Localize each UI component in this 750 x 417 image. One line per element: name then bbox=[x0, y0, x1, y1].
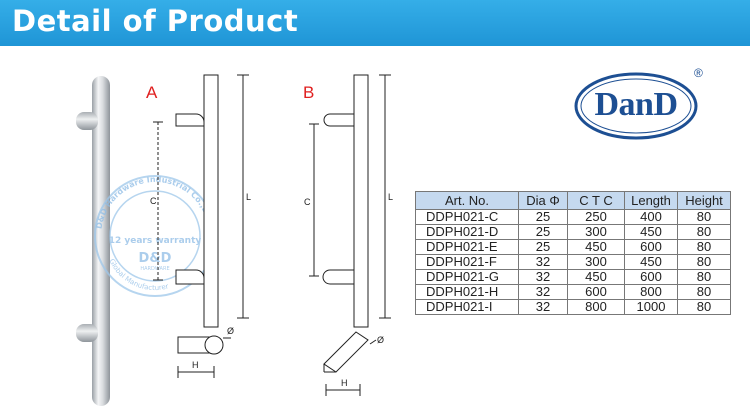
drawing-b: B C L Ø H bbox=[303, 74, 393, 396]
header-dia: Dia Φ bbox=[518, 191, 568, 210]
watermark-brand: D&D bbox=[139, 251, 172, 266]
cell-art-no: DDPH021-I bbox=[415, 299, 519, 315]
cell-dia: 25 bbox=[518, 224, 568, 240]
cell-ctc: 300 bbox=[567, 224, 625, 240]
cell-height: 80 bbox=[677, 299, 731, 315]
cell-art-no: DDPH021-H bbox=[415, 284, 519, 300]
header-length: Length bbox=[624, 191, 678, 210]
dim-h-a: H bbox=[192, 360, 199, 370]
table-header-row: Art. No. Dia Φ C T C Length Height bbox=[415, 191, 731, 210]
cell-art-no: DDPH021-C bbox=[415, 209, 519, 225]
banner-title: Detail of Product bbox=[12, 4, 299, 38]
cell-dia: 25 bbox=[518, 239, 568, 255]
label-a: A bbox=[146, 83, 158, 102]
dim-h-b: H bbox=[341, 378, 348, 388]
table-row: DDPH021-E 25 450 600 80 bbox=[415, 239, 731, 255]
cell-height: 80 bbox=[677, 239, 731, 255]
cell-length: 450 bbox=[624, 254, 678, 270]
cell-height: 80 bbox=[677, 284, 731, 300]
table-row: DDPH021-C 25 250 400 80 bbox=[415, 209, 731, 225]
dim-dia-b: Ø bbox=[377, 335, 384, 345]
cell-dia: 32 bbox=[518, 284, 568, 300]
label-b: B bbox=[303, 83, 314, 102]
logo-ellipse bbox=[574, 72, 698, 140]
cell-dia: 32 bbox=[518, 299, 568, 315]
header-height: Height bbox=[677, 191, 731, 210]
cell-height: 80 bbox=[677, 254, 731, 270]
dim-dia-a: Ø bbox=[227, 326, 234, 336]
dim-c-a: C bbox=[150, 196, 157, 206]
spec-table: Art. No. Dia Φ C T C Length Height DDPH0… bbox=[415, 191, 731, 315]
cell-ctc: 300 bbox=[567, 254, 625, 270]
header-art-no: Art. No. bbox=[415, 191, 519, 210]
dand-logo: DanD ® bbox=[572, 66, 703, 148]
dim-c-b: C bbox=[304, 197, 311, 207]
cell-height: 80 bbox=[677, 224, 731, 240]
registered-mark: ® bbox=[694, 66, 703, 80]
cell-length: 600 bbox=[624, 269, 678, 285]
cell-ctc: 800 bbox=[567, 299, 625, 315]
cell-ctc: 600 bbox=[567, 284, 625, 300]
watermark-warranty: 12 years warranty bbox=[109, 236, 202, 246]
cell-art-no: DDPH021-F bbox=[415, 254, 519, 270]
watermark-sub: HARDWARE bbox=[140, 266, 169, 272]
logo-text: DanD bbox=[594, 86, 678, 123]
cell-ctc: 250 bbox=[567, 209, 625, 225]
cell-dia: 32 bbox=[518, 254, 568, 270]
dim-l-a: L bbox=[246, 192, 251, 202]
cell-height: 80 bbox=[677, 269, 731, 285]
cell-art-no: DDPH021-G bbox=[415, 269, 519, 285]
cell-dia: 25 bbox=[518, 209, 568, 225]
drawing-a: A C L Ø H bbox=[146, 74, 251, 378]
dim-l-b: L bbox=[388, 192, 393, 202]
handle-photo bbox=[76, 76, 110, 406]
table-row: DDPH021-I 32 800 1000 80 bbox=[415, 299, 731, 315]
title-banner: Detail of Product bbox=[0, 0, 750, 46]
cell-ctc: 450 bbox=[567, 239, 625, 255]
header-ctc: C T C bbox=[567, 191, 625, 210]
table-row: DDPH021-D 25 300 450 80 bbox=[415, 224, 731, 240]
cell-length: 400 bbox=[624, 209, 678, 225]
cell-length: 1000 bbox=[624, 299, 678, 315]
cell-dia: 32 bbox=[518, 269, 568, 285]
cell-height: 80 bbox=[677, 209, 731, 225]
cell-length: 600 bbox=[624, 239, 678, 255]
table-row: DDPH021-G 32 450 600 80 bbox=[415, 269, 731, 285]
cell-length: 800 bbox=[624, 284, 678, 300]
cell-length: 450 bbox=[624, 224, 678, 240]
table-row: DDPH021-F 32 300 450 80 bbox=[415, 254, 731, 270]
table-row: DDPH021-H 32 600 800 80 bbox=[415, 284, 731, 300]
cell-art-no: DDPH021-E bbox=[415, 239, 519, 255]
cell-art-no: DDPH021-D bbox=[415, 224, 519, 240]
cell-ctc: 450 bbox=[567, 269, 625, 285]
